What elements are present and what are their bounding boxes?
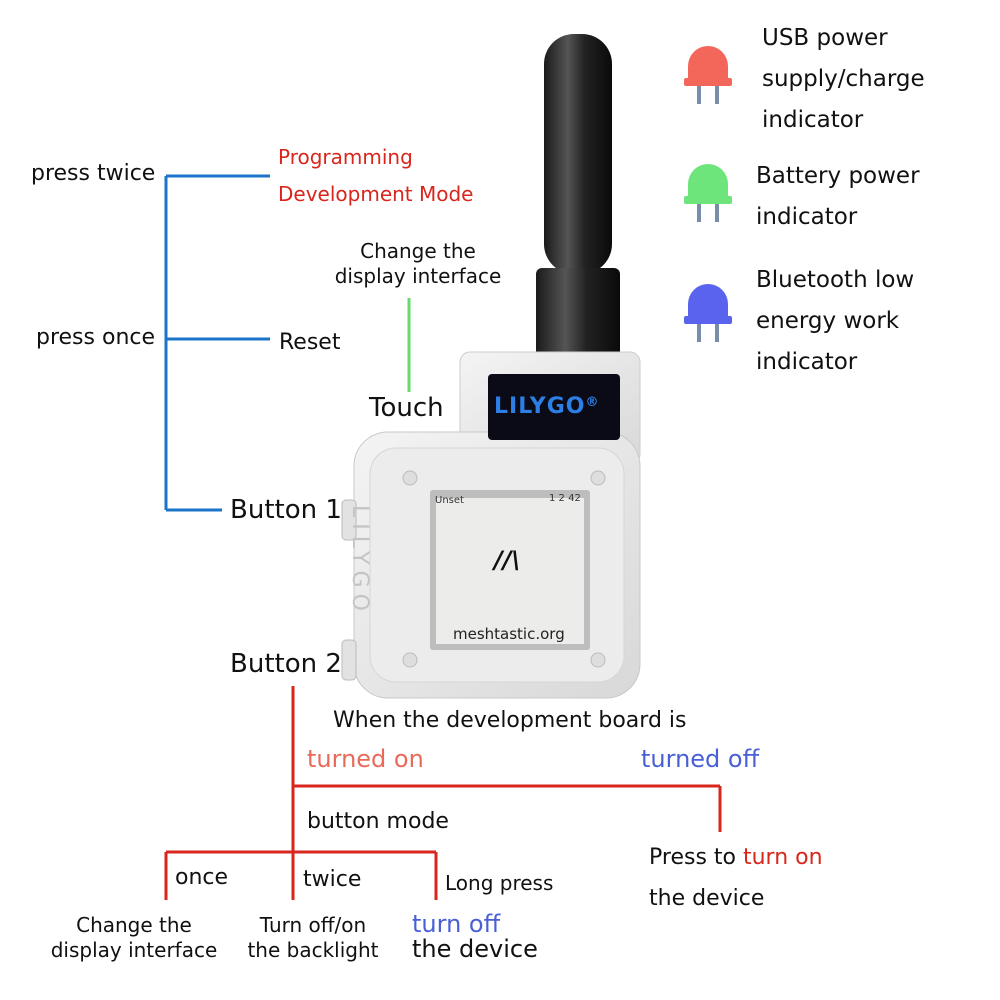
button-mode-label: button mode [307,809,449,834]
led-icon-red [684,46,732,104]
touch-label: Touch [369,393,444,423]
turn-off-label: turn off [412,910,501,938]
change-display-line2: display interface [50,938,218,962]
when-board-label: When the development board is [333,708,687,733]
button2-label: Button 2 [230,649,342,679]
backlight-line1: Turn off/on [259,913,367,937]
red-tree [164,686,722,900]
screen-status-right: 1 2 42 [549,493,581,504]
legend-battery: Battery power indicator [756,163,920,230]
press-to-turn-on: Press to turn on [649,845,823,870]
screen-status-left: Unset [435,495,464,506]
twice-label: twice [303,867,362,892]
eink-screen [436,498,584,644]
press-twice-label: press twice [31,161,156,186]
lilygo-logo: LILYGO® [494,394,600,419]
programming-label: Programming [278,145,413,169]
turned-on-label: turned on [307,745,424,773]
the-device-label-2: the device [649,886,765,911]
case-side-text: LILYGO [347,505,372,617]
side-button-2 [341,639,357,681]
antenna [544,34,612,274]
backlight-line2: the backlight [247,938,379,962]
press-once-label: press once [36,325,156,350]
side-button-1 [341,499,357,541]
button1-label: Button 1 [230,495,342,525]
once-label: once [175,865,229,890]
screen-url: meshtastic.org [453,625,565,643]
touch-caption-line1: Change the [360,239,476,263]
legend-usb: USB power supply/charge indicator [762,25,925,133]
reset-label: Reset [279,330,341,355]
turned-off-label: turned off [641,745,760,773]
touch-caption-line2: display interface [334,264,502,288]
meshtastic-logo-icon: //\ [494,546,521,574]
logo-plate [488,374,620,440]
the-device-label: the device [412,935,538,963]
led-icon-blue [684,284,732,342]
blue-bracket [164,174,270,512]
device-illustration [341,34,641,699]
change-display-line1: Change the [76,913,192,937]
legend-bluetooth: Bluetooth low energy work indicator [756,267,915,375]
led-icon-green [684,164,732,222]
development-mode-label: Development Mode [278,182,474,206]
long-press-label: Long press [445,871,554,895]
antenna-base [536,268,620,358]
